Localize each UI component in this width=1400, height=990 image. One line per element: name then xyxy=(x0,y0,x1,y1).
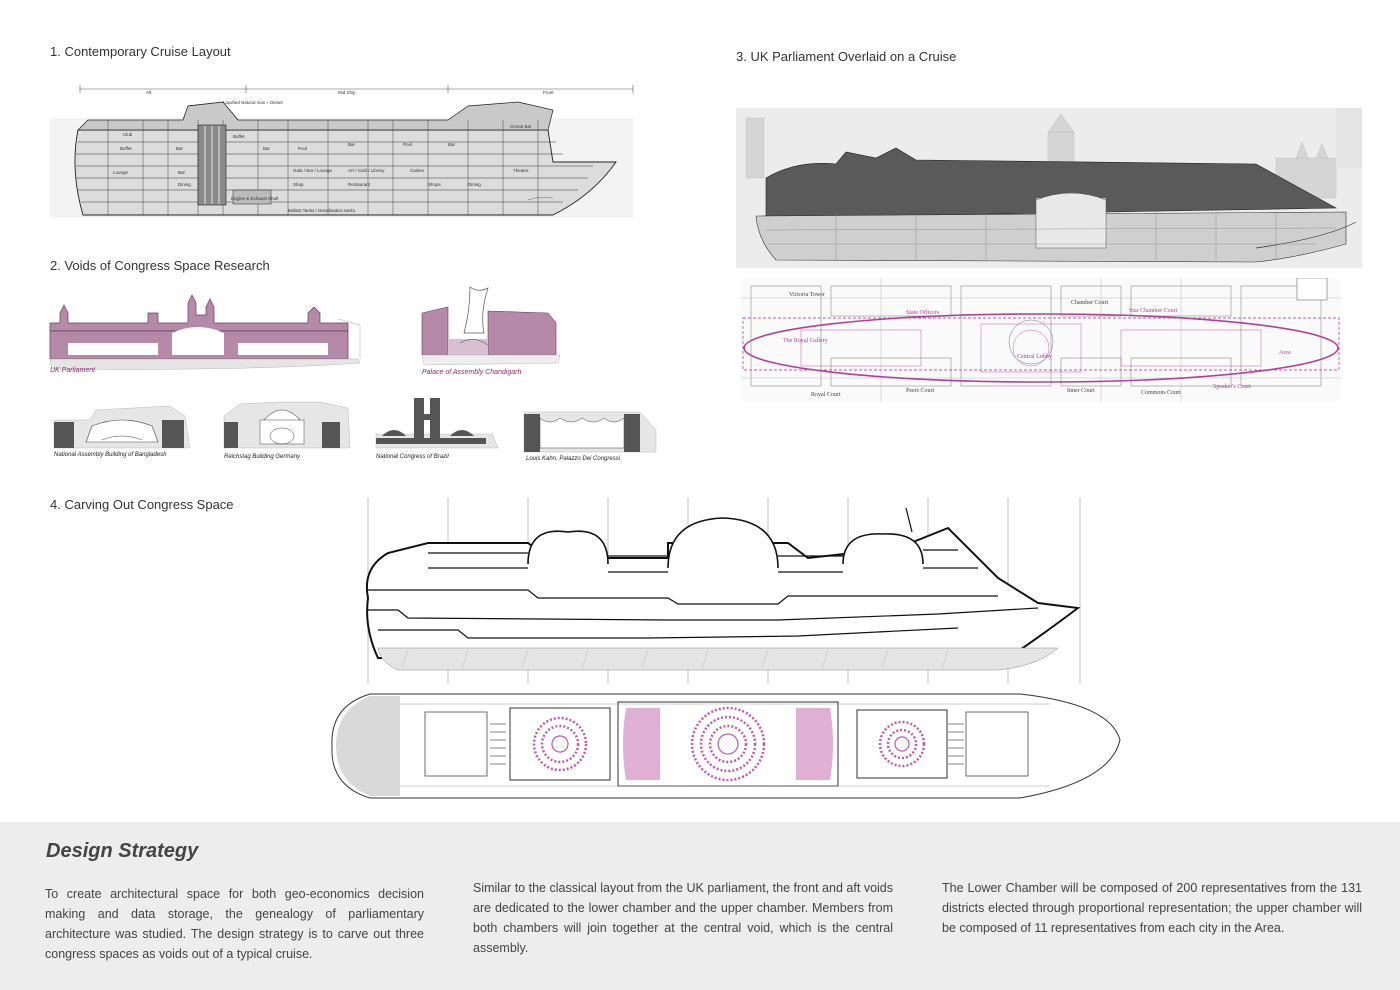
parliament-overlay-plan: Victoria Tower The Royal Gallery State O… xyxy=(741,278,1341,402)
room-label: Restaurant xyxy=(348,182,371,187)
uk-parliament-void-section: UK Parliament xyxy=(48,285,368,377)
room-label: Dining xyxy=(468,182,481,187)
kahn-void-section: Louis Kahn, Palazzo Dei Congressi xyxy=(520,404,660,464)
section-title-parliament-overlay: 3. UK Parliament Overlaid on a Cruise xyxy=(736,49,957,64)
room-label: Lounge xyxy=(113,170,129,175)
kahn-caption: Louis Kahn, Palazzo Dei Congressi xyxy=(526,456,621,462)
plan-label: Peers Court xyxy=(906,388,934,394)
chandigarh-void-section: Palace of Assembly Chandigarh xyxy=(418,283,563,378)
plan-label: State Officers xyxy=(906,309,940,316)
plan-label: Royal Court xyxy=(811,392,841,398)
brazil-caption: National Congress of Brazil xyxy=(376,454,449,460)
section-title-voids-research: 2. Voids of Congress Space Research xyxy=(50,258,270,273)
room-label: Buffet xyxy=(233,134,245,139)
zone-front: Front xyxy=(543,90,554,95)
room-label: Theatre xyxy=(513,168,529,173)
room-label: Gala / Bar / Lounge xyxy=(293,168,333,173)
engine-label: Engine & Exhaust Shaft xyxy=(231,196,279,201)
brazil-void-section: National Congress of Brazil xyxy=(372,394,502,462)
reichstag-void-section: Reichstag Building Germany xyxy=(220,398,360,462)
plan-label: Inner Court xyxy=(1067,388,1095,394)
design-strategy-panel xyxy=(0,822,1400,990)
room-label: Casino xyxy=(410,168,425,173)
keel-label: Ballast Tanks / Desalination tanks xyxy=(288,208,356,213)
uk-parliament-caption: UK Parliament xyxy=(50,367,96,374)
plan-label: Commons Court xyxy=(1141,390,1181,396)
room-label: Pool xyxy=(403,142,412,147)
strategy-paragraph-1: To create architectural space for both g… xyxy=(45,887,424,961)
plan-label: Victoria Tower xyxy=(789,292,825,298)
plan-label: Speaker's Court xyxy=(1213,384,1251,390)
chandigarh-caption: Palace of Assembly Chandigarh xyxy=(422,369,521,376)
room-label: Buffet xyxy=(120,146,132,151)
congress-chambers-plan xyxy=(330,690,1125,802)
bangladesh-void-section: National Assembly Building of Bangladesh xyxy=(50,402,200,462)
bangladesh-caption: National Assembly Building of Bangladesh xyxy=(54,452,167,458)
plan-label: Area xyxy=(1279,350,1291,356)
cruise-section-drawing: Aft Mid Ship Front Liquified Natural Gas… xyxy=(48,80,638,225)
reichstag-caption: Reichstag Building Germany xyxy=(224,454,301,460)
room-label: Bar xyxy=(348,142,356,147)
zone-aft: Aft xyxy=(146,90,152,95)
parliament-overlay-elevation xyxy=(736,108,1362,268)
strategy-paragraph-2: Similar to the classical layout from the… xyxy=(473,881,893,955)
carving-sketch-section xyxy=(338,498,1098,684)
plan-label: Star Chamber Court xyxy=(1129,308,1178,314)
room-label: Bar xyxy=(178,170,186,175)
room-label: Bar xyxy=(448,142,456,147)
room-label: Art / Gold / Library xyxy=(348,168,385,173)
section-title-carving-congress: 4. Carving Out Congress Space xyxy=(50,497,234,512)
design-strategy-title: Design Strategy xyxy=(46,840,199,862)
room-label: Shops xyxy=(428,182,442,187)
strategy-paragraph-3: The Lower Chamber will be composed of 20… xyxy=(942,881,1362,935)
plan-label: Central Lobby xyxy=(1017,354,1052,360)
room-label: Club xyxy=(123,132,133,137)
fuel-label: Liquified Natural Gas + Diesel xyxy=(223,100,283,105)
room-label: Bar xyxy=(263,146,271,151)
plan-label: The Royal Gallery xyxy=(783,338,828,344)
room-label: Shop xyxy=(293,182,304,187)
room-label: Dining xyxy=(178,182,191,187)
section-title-cruise-layout: 1. Contemporary Cruise Layout xyxy=(50,44,231,59)
room-label: Bar xyxy=(176,146,184,151)
zone-midship: Mid Ship xyxy=(338,90,356,95)
room-label: Pool xyxy=(298,146,307,151)
plan-label: Chamber Court xyxy=(1071,300,1108,306)
room-label: Ocean Bar xyxy=(510,124,532,129)
